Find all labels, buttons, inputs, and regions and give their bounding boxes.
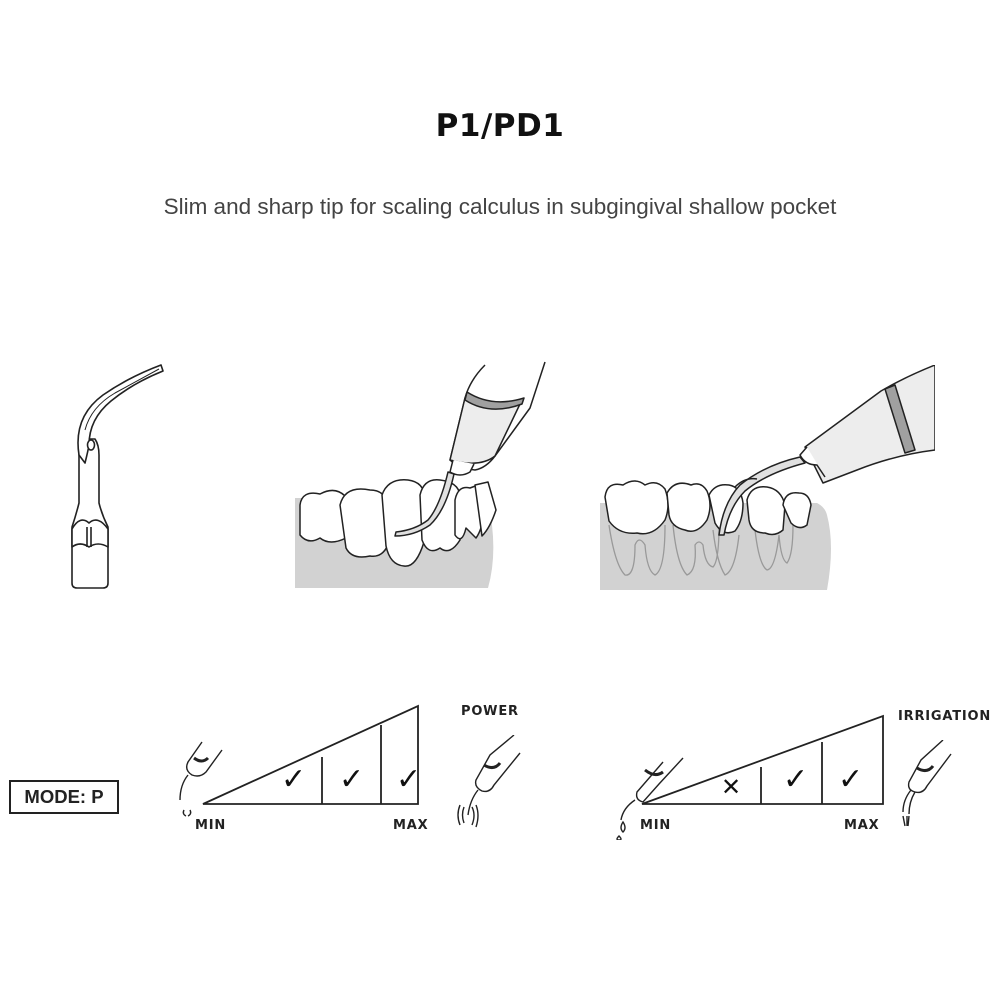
page-title: P1/PD1	[435, 108, 565, 144]
irrigation-max-label: MAX	[844, 818, 880, 833]
power-min-label: MIN	[195, 818, 227, 833]
power-max-label: MAX	[393, 818, 429, 833]
handpiece-drip-icon	[616, 757, 684, 840]
irrigation-min-label: MIN	[640, 818, 672, 833]
power-level-2-mark: ✓	[339, 762, 365, 797]
handpiece-vibration-icon	[457, 735, 521, 828]
irrigation-title: IRRIGATION	[898, 709, 992, 724]
irrigation-scale-chart	[616, 714, 884, 840]
irrigation-level-3-mark: ✓	[838, 762, 864, 797]
power-level-1-mark: ✓	[281, 762, 307, 797]
irrigation-level-1-mark: ✕	[721, 773, 742, 801]
scaler-tip-icon	[71, 364, 164, 589]
handpiece-spray-icon	[902, 740, 952, 827]
mode-label: MODE: P	[9, 780, 119, 814]
power-scale-chart	[179, 704, 419, 817]
power-title: POWER	[461, 704, 519, 719]
teeth-scaling-icon	[295, 361, 546, 588]
irrigation-level-2-mark: ✓	[783, 762, 809, 797]
teeth-roots-scaling-icon	[600, 365, 935, 590]
power-level-3-mark: ✓	[396, 762, 422, 797]
handpiece-low-icon	[179, 741, 223, 817]
page-subtitle: Slim and sharp tip for scaling calculus …	[163, 194, 837, 219]
